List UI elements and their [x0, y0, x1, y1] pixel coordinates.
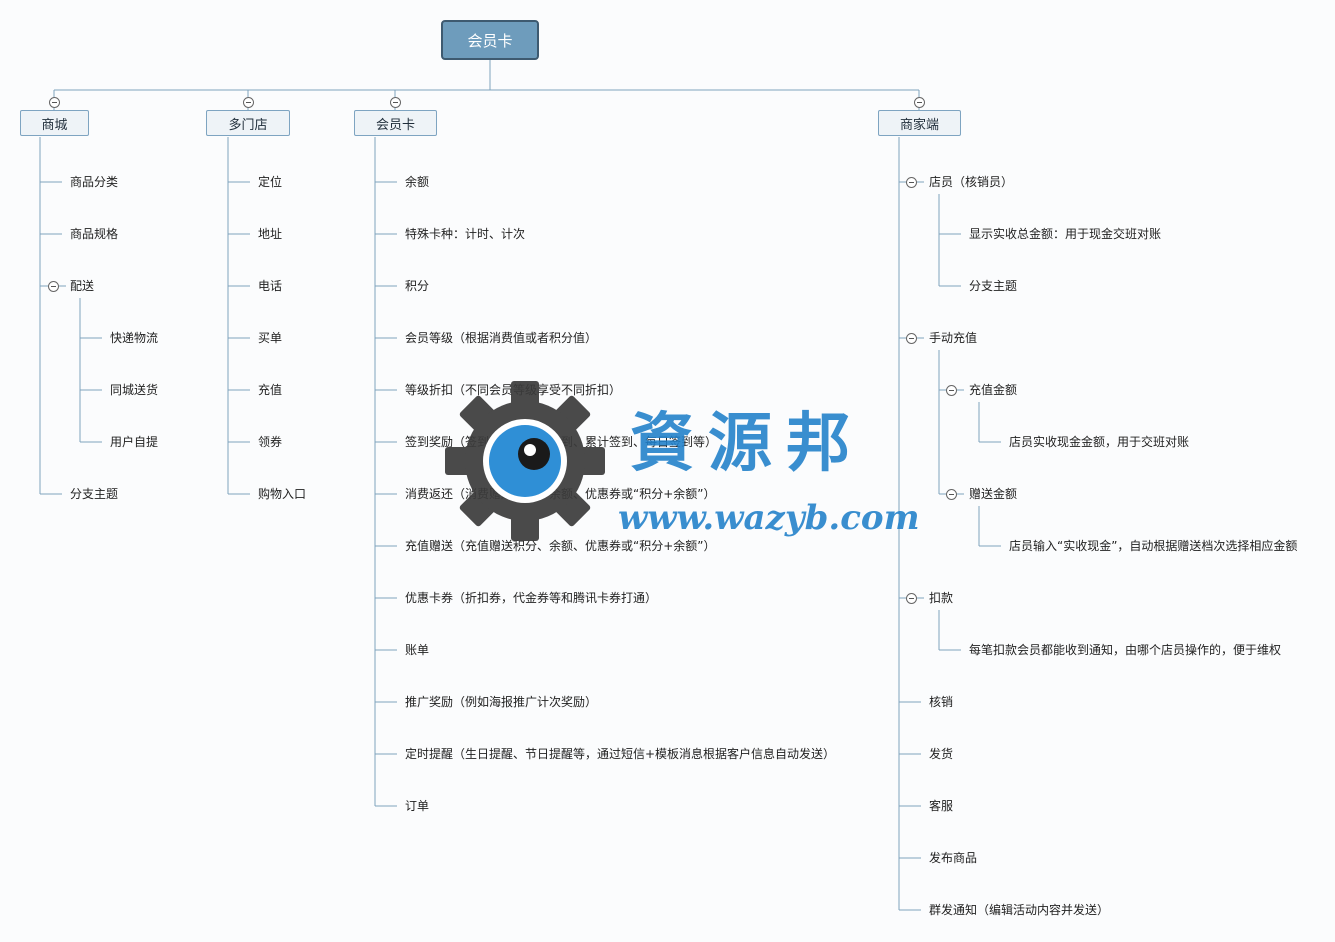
card-item[interactable]: 余额	[405, 175, 430, 189]
recharge-amount[interactable]: 充值金额	[969, 383, 1018, 397]
merchant-manual-recharge[interactable]: 手动充值	[929, 331, 978, 345]
stores-item[interactable]: 充值	[258, 383, 283, 397]
card-item[interactable]: 账单	[405, 643, 430, 657]
merchant-item[interactable]: 发布商品	[929, 851, 978, 865]
stores-item[interactable]: 买单	[258, 331, 283, 345]
merchant-item[interactable]: 核销	[929, 695, 954, 709]
stores-item[interactable]: 地址	[258, 227, 283, 241]
delivery-item[interactable]: 用户自提	[110, 435, 159, 449]
collapse-bonus-toggle-icon[interactable]	[946, 489, 957, 500]
card-item[interactable]: 推广奖励（例如海报推广计次奖励）	[405, 695, 598, 709]
delivery-item[interactable]: 同城送货	[110, 383, 159, 397]
recharge-amount-detail[interactable]: 店员实收现金金额，用于交班对账	[1009, 435, 1190, 449]
mall-item[interactable]: 分支主题	[70, 487, 119, 501]
stores-item[interactable]: 电话	[258, 279, 283, 293]
recharge-bonus-detail[interactable]: 店员输入“实收现金”，自动根据赠送档次选择相应金额	[1009, 539, 1298, 553]
root-node[interactable]: 会员卡	[441, 20, 539, 60]
merchant-deduct[interactable]: 扣款	[929, 591, 954, 605]
recharge-bonus[interactable]: 赠送金额	[969, 487, 1018, 501]
collapse-merchant-toggle-icon[interactable]	[914, 97, 925, 108]
card-item[interactable]: 定时提醒（生日提醒、节日提醒等，通过短信+模板消息根据客户信息自动发送）	[405, 747, 836, 761]
card-item[interactable]: 优惠卡券（折扣券，代金券等和腾讯卡券打通）	[405, 591, 658, 605]
stores-item[interactable]: 领券	[258, 435, 283, 449]
card-item[interactable]: 订单	[405, 799, 430, 813]
card-item[interactable]: 积分	[405, 279, 430, 293]
stores-item[interactable]: 购物入口	[258, 487, 307, 501]
collapse-mall-toggle-icon[interactable]	[49, 97, 60, 108]
mall-item[interactable]: 商品规格	[70, 227, 119, 241]
merchant-item[interactable]: 发货	[929, 747, 954, 761]
collapse-recharge-toggle-icon[interactable]	[906, 333, 917, 344]
watermark-title: 資源邦	[630, 406, 864, 481]
merchant-item[interactable]: 群发通知（编辑活动内容并发送）	[929, 903, 1110, 917]
staff-item[interactable]: 分支主题	[969, 279, 1018, 293]
collapse-stores-toggle-icon[interactable]	[243, 97, 254, 108]
card-item[interactable]: 会员等级（根据消费值或者积分值）	[405, 331, 598, 345]
merchant-item[interactable]: 客服	[929, 799, 954, 813]
collapse-card-toggle-icon[interactable]	[390, 97, 401, 108]
collapse-delivery-toggle-icon[interactable]	[48, 281, 59, 292]
card-item[interactable]: 充值赠送（充值赠送积分、余额、优惠券或“积分+余额”）	[405, 539, 716, 553]
mall-item[interactable]: 配送	[70, 279, 95, 293]
branch-stores[interactable]: 多门店	[206, 110, 290, 136]
branch-card[interactable]: 会员卡	[354, 110, 437, 136]
collapse-staff-toggle-icon[interactable]	[906, 177, 917, 188]
collapse-amount-toggle-icon[interactable]	[946, 385, 957, 396]
merchant-staff[interactable]: 店员（核销员）	[929, 175, 1014, 189]
branch-merchant[interactable]: 商家端	[878, 110, 961, 136]
deduct-detail[interactable]: 每笔扣款会员都能收到通知，由哪个店员操作的，便于维权	[969, 643, 1282, 657]
stores-item[interactable]: 定位	[258, 175, 283, 189]
mall-item[interactable]: 商品分类	[70, 175, 119, 189]
delivery-item[interactable]: 快递物流	[110, 331, 159, 345]
staff-item[interactable]: 显示实收总金额：用于现金交班对账	[969, 227, 1162, 241]
branch-mall[interactable]: 商城	[20, 110, 89, 136]
watermark-url: www.wazyb.com	[618, 498, 920, 538]
collapse-deduct-toggle-icon[interactable]	[906, 593, 917, 604]
watermark-gear-icon	[445, 381, 605, 541]
card-item[interactable]: 特殊卡种：计时、计次	[405, 227, 526, 241]
